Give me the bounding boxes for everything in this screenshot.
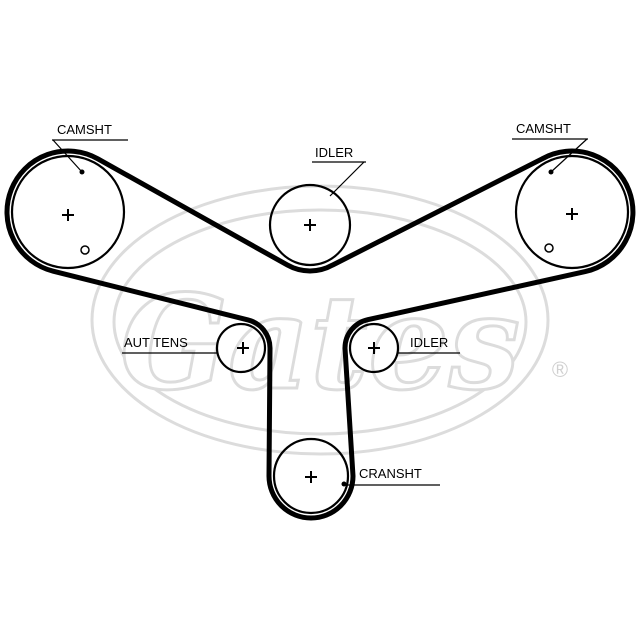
label-camshaft-right-leader <box>550 138 588 173</box>
camshaft-left-center-mark <box>62 209 74 221</box>
camshaft-right-pulley <box>514 154 630 270</box>
idler-right-pulley <box>348 322 400 374</box>
gates-watermark-logo: Gates ® <box>90 184 568 456</box>
label-camshaft-left: CAMSHT <box>52 122 128 173</box>
crankshaft-pulley <box>272 437 350 515</box>
watermark-registered-mark: ® <box>552 357 568 382</box>
label-crankshaft-text: CRANSHT <box>359 466 422 481</box>
camshaft-right-hole <box>544 243 554 253</box>
label-auto-tensioner: AUT TENS <box>122 335 218 354</box>
idler-top-pulley <box>268 183 352 267</box>
timing-belt <box>4 148 636 521</box>
label-camshaft-right-text: CAMSHT <box>516 121 571 136</box>
label-idler-top-text: IDLER <box>315 145 353 160</box>
auto-tensioner-pulley <box>215 322 267 374</box>
idler-top-center-mark <box>304 219 316 231</box>
watermark-oval-inner <box>112 208 528 436</box>
label-idler-right-text: IDLER <box>410 335 448 350</box>
camshaft-left-hole <box>80 245 90 255</box>
crankshaft-timing-dot <box>341 481 347 487</box>
watermark-text: Gates <box>120 266 520 419</box>
label-camshaft-right: CAMSHT <box>512 121 588 173</box>
label-camshaft-left-leader <box>52 139 83 173</box>
label-camshaft-left-text: CAMSHT <box>57 122 112 137</box>
label-idler-top: IDLER <box>312 145 366 197</box>
idler-right-center-mark <box>368 342 380 354</box>
auto-tensioner-center-mark <box>237 342 249 354</box>
label-idler-right: IDLER <box>398 335 460 354</box>
label-idler-top-leader <box>329 161 365 197</box>
crankshaft-center-mark <box>305 471 317 483</box>
label-crankshaft: CRANSHT <box>345 466 440 486</box>
label-auto-tensioner-text: AUT TENS <box>124 335 188 350</box>
camshaft-right-center-mark <box>566 208 578 220</box>
